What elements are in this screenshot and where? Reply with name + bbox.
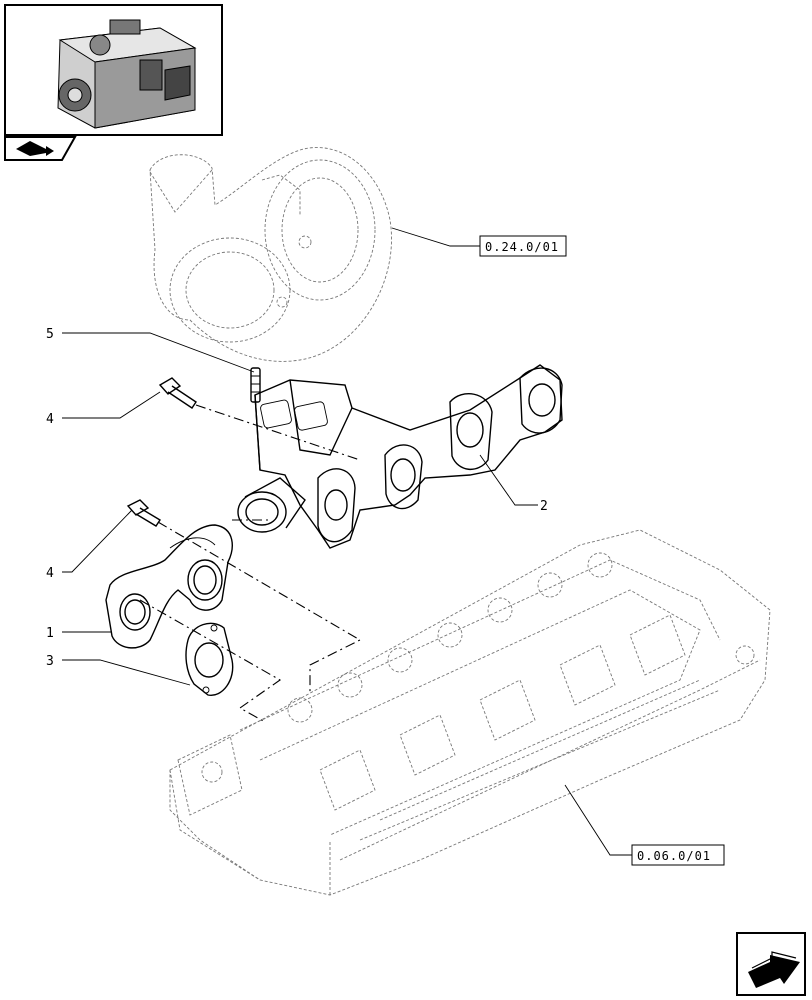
callout-4-lower: 4 — [46, 566, 54, 581]
callout-2: 2 — [540, 499, 548, 514]
exhaust-elbow-pipe — [105, 524, 233, 649]
gasket — [185, 622, 234, 696]
previous-page-tab[interactable] — [4, 136, 77, 161]
reference-link-turbocharger[interactable]: 0.24.0/01 — [479, 235, 567, 257]
bolt-lower — [126, 499, 161, 527]
cylinder-head-ghost — [169, 529, 771, 896]
back-arrow-icon — [16, 141, 54, 156]
stud — [250, 367, 261, 403]
engine-thumbnail[interactable] — [4, 4, 223, 136]
forward-arrow-icon — [748, 951, 800, 988]
bolt-upper — [158, 377, 197, 409]
exhaust-manifold — [237, 364, 563, 549]
reference-label-turbocharger: 0.24.0/01 — [485, 240, 559, 254]
callout-1: 1 — [46, 626, 54, 641]
leader-lines — [62, 227, 632, 856]
reference-link-cylinder-head[interactable]: 0.06.0/01 — [631, 844, 725, 866]
callout-3: 3 — [46, 654, 54, 669]
callout-5: 5 — [46, 327, 54, 342]
assembly-lines — [139, 404, 362, 723]
reference-label-cylinder-head: 0.06.0/01 — [637, 849, 711, 863]
next-page-button[interactable] — [736, 932, 806, 996]
callout-4-upper: 4 — [46, 412, 54, 427]
turbocharger-ghost — [149, 147, 392, 362]
